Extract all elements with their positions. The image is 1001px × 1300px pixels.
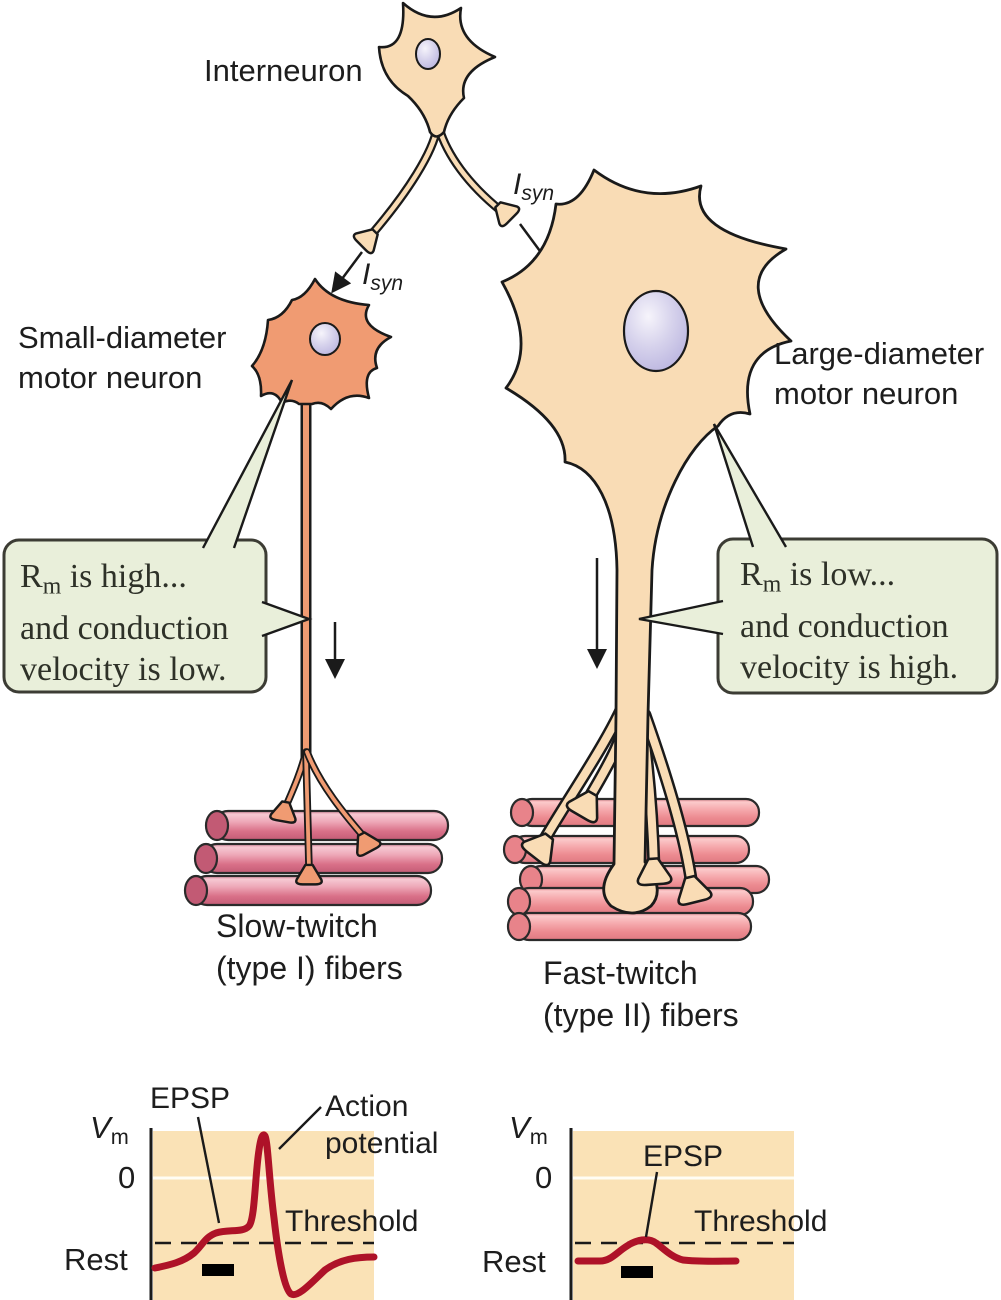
large-neuron-label: Large-diameter motor neuron <box>774 334 984 414</box>
large-motor-neuron <box>500 168 793 915</box>
interneuron-body <box>377 1 497 138</box>
membrane-potential-trace <box>151 1131 378 1299</box>
left-callout-shape <box>2 379 313 694</box>
left-callout-text: Rm is high... and conduction velocity is… <box>20 556 229 690</box>
small-neuron-label-line2: motor neuron <box>18 360 203 395</box>
large-neuron-label-line2: motor neuron <box>774 376 959 411</box>
large-neuron-body-and-axon <box>500 168 793 915</box>
fast-fibers-label: Fast-twitch (type II) fibers <box>543 952 739 1036</box>
slow-fibers-label: Slow-twitch (type I) fibers <box>216 905 403 989</box>
right-graph-epsp-label: EPSP <box>643 1140 724 1173</box>
neuromuscular-terminal <box>268 798 300 825</box>
muscle-fiber <box>193 842 444 875</box>
right-callout-text: Rm is low... and conduction velocity is … <box>740 554 958 688</box>
right-callout-line3: velocity is high. <box>740 648 959 686</box>
fast-fibers-label-line1: Fast-twitch <box>543 955 698 991</box>
left-graph-epsp-label: EPSP <box>150 1082 231 1115</box>
isyn-symbol: I <box>513 168 522 201</box>
small-neuron-label-line1: Small-diameter <box>18 320 227 355</box>
slow-twitch-fibers <box>183 809 450 907</box>
isyn-arrow-left <box>331 251 364 294</box>
right-callout-line2: and conduction <box>740 607 949 645</box>
right-callout-line1: Rm is low... <box>740 556 896 598</box>
muscle-fiber <box>506 911 753 942</box>
fast-fibers-label-line2: (type II) fibers <box>543 997 739 1033</box>
action-potential-pointer-line <box>278 1106 322 1150</box>
right-graph-rest-label: Rest <box>482 1244 546 1279</box>
left-callout-line1: Rm is high... <box>20 558 187 600</box>
left-graph <box>149 1106 378 1300</box>
left-graph-rest-label: Rest <box>64 1242 128 1277</box>
isyn-symbol: I <box>362 258 371 291</box>
small-neuron-label: Small-diameter motor neuron <box>18 318 226 398</box>
left-graph-yaxis-label: Vm <box>90 1110 129 1150</box>
isyn-subscript: syn <box>370 271 404 295</box>
left-callout-line2: and conduction <box>20 609 229 647</box>
interneuron-label: Interneuron <box>204 53 363 88</box>
isyn-subscript: syn <box>521 181 555 205</box>
epsp-pointer-line <box>644 1171 659 1238</box>
interneuron-nucleus <box>415 38 441 70</box>
right-callout-shape <box>638 423 999 695</box>
right-graph-yaxis-label: Vm <box>509 1110 548 1150</box>
muscle-fiber <box>204 809 450 842</box>
large-neuron-nucleus <box>622 289 690 373</box>
left-callout-line3: velocity is low. <box>20 650 227 688</box>
slow-fibers-label-line2: (type I) fibers <box>216 950 403 986</box>
epsp-pointer-line <box>196 1116 221 1224</box>
interneuron-cell <box>351 1 522 256</box>
left-graph-zero-label: 0 <box>118 1160 136 1195</box>
isyn-label-left: Isyn <box>362 258 403 296</box>
stimulus-bar <box>202 1264 234 1276</box>
right-graph-zero-label: 0 <box>535 1160 553 1195</box>
slow-fibers-label-line1: Slow-twitch <box>216 908 378 944</box>
stimulus-bar <box>621 1266 653 1278</box>
right-graph-threshold-label: Threshold <box>694 1205 828 1238</box>
large-neuron-label-line1: Large-diameter <box>774 336 985 371</box>
left-graph-threshold-label: Threshold <box>285 1205 419 1238</box>
membrane-potential-trace <box>574 1236 740 1265</box>
small-neuron-nucleus <box>309 322 341 356</box>
isyn-label-right: Isyn <box>513 168 554 206</box>
right-graph <box>569 1128 794 1300</box>
left-graph-action-potential-label: Action potential <box>325 1090 439 1160</box>
small-motor-neuron <box>250 277 393 886</box>
